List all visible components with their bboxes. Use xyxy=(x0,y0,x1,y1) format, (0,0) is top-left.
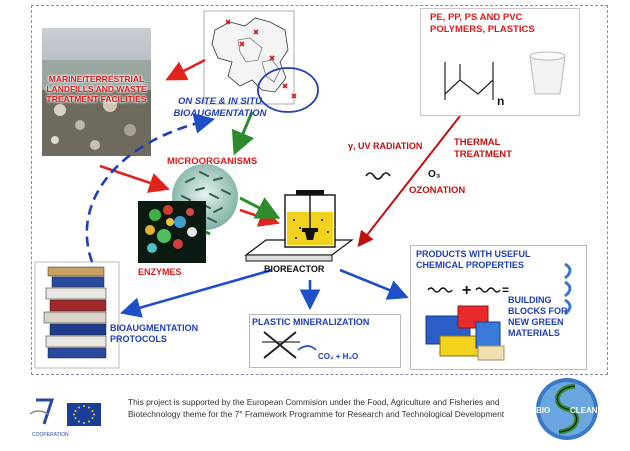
europe-map xyxy=(203,10,319,113)
mineralization-label: PLASTIC MINERALIZATION xyxy=(252,317,370,327)
svg-text:=: = xyxy=(502,283,509,297)
onsite-bioaugmentation-label: ON SITE & IN SITU BIOAUGMENTATION xyxy=(173,96,267,119)
thermal-treatment-label: THERMAL TREATMENT xyxy=(454,137,512,160)
green-arrows xyxy=(205,111,281,236)
svg-text:CLEAN: CLEAN xyxy=(570,406,598,415)
radiation-label: γ, UV RADIATION xyxy=(348,141,423,151)
enzyme-image xyxy=(138,201,206,263)
polymers-label: PE, PP, PS AND PVC POLYMERS, PLASTICS xyxy=(430,12,535,35)
ozone-formula: O₃ xyxy=(428,169,441,180)
enzymes-label: ENZYMES xyxy=(138,267,182,277)
ozonation-label: OZONATION xyxy=(409,185,466,196)
bioclean-logo: BIO CLEAN xyxy=(536,378,598,440)
eu-flag-icon xyxy=(67,403,101,426)
protocols-label: BIOAUGMENTATION PROTOCOLS xyxy=(110,323,199,344)
radiation-wave-icon xyxy=(365,172,391,180)
svg-text:COOPERATION: COOPERATION xyxy=(32,432,69,438)
building-blocks-label: BUILDING BLOCKS FOR NEW GREEN MATERIALS xyxy=(508,295,568,338)
books-stack-icon xyxy=(34,261,120,369)
microorganisms-label: MICROORGANISMS xyxy=(167,156,258,167)
products-graphic-top: + = xyxy=(425,262,572,361)
blue-arrows xyxy=(120,268,409,318)
polymer-structure-top xyxy=(444,51,566,100)
svg-text:+: + xyxy=(462,282,471,299)
diagram-frame xyxy=(31,5,608,375)
svg-text:BIO: BIO xyxy=(536,406,550,415)
funding-statement: This project is supported by the Europea… xyxy=(128,397,505,419)
bioreactor-icon xyxy=(244,190,354,262)
mineralization-symbol-top xyxy=(262,331,317,359)
dashed-bioaugmentation-arrow xyxy=(85,113,216,263)
fp7-logo: COOPERATION xyxy=(29,398,69,438)
products-label: PRODUCTS WITH USEFUL CHEMICAL PROPERTIES xyxy=(416,249,531,270)
polymer-subscript: n xyxy=(497,94,505,108)
dark-red-arrow xyxy=(357,115,461,248)
landfill-photo xyxy=(42,28,151,156)
co2-h2o-label: CO₂ + H₂O xyxy=(318,352,359,361)
bioreactor-label: BIOREACTOR xyxy=(264,264,325,274)
landfill-label: MARINE/TERRESTRIAL LANDFILLS AND WASTE T… xyxy=(46,74,147,104)
